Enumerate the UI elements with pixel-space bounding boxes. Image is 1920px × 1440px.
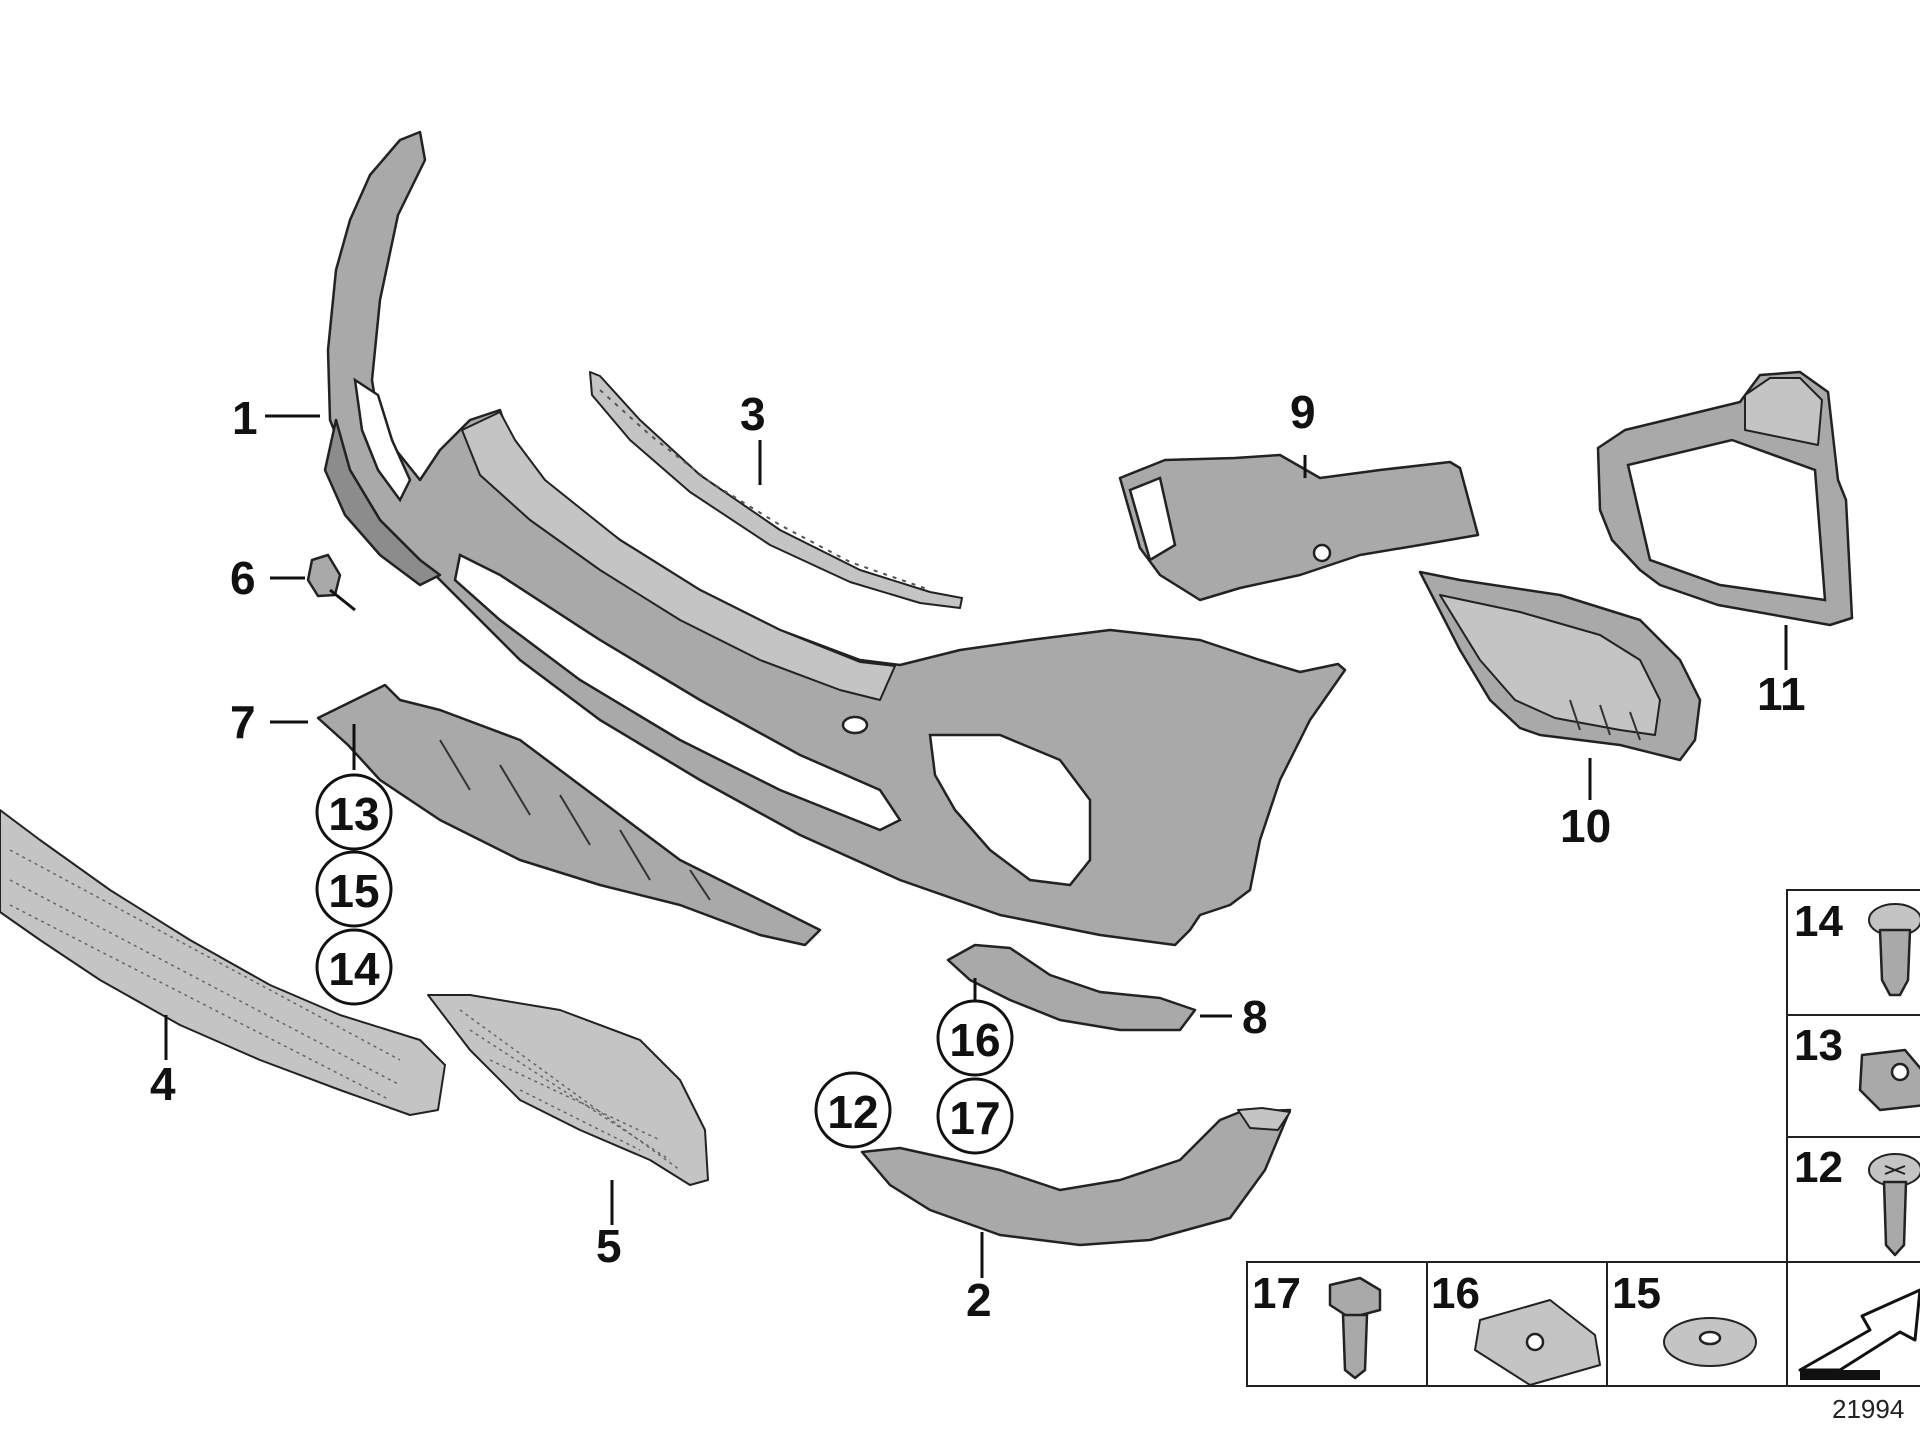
leader-lines bbox=[164, 414, 1788, 1278]
callout-17: 17 bbox=[949, 1092, 1000, 1144]
label-part-2: 2 bbox=[966, 1274, 992, 1326]
label-part-7: 7 bbox=[230, 696, 256, 748]
label-part-8: 8 bbox=[1242, 991, 1268, 1043]
label-part-4: 4 bbox=[150, 1058, 176, 1110]
lower-air-guide bbox=[316, 683, 822, 947]
table-label-14: 14 bbox=[1794, 897, 1843, 946]
label-part-10: 10 bbox=[1560, 800, 1611, 852]
air-duct bbox=[1118, 453, 1480, 602]
hardware-table: 14 13 12 17 16 15 bbox=[1246, 889, 1920, 1387]
callout-12: 12 bbox=[827, 1086, 878, 1138]
brake-air-duct bbox=[1418, 570, 1702, 762]
hex-bolt-icon bbox=[1328, 1276, 1382, 1380]
screw-icon bbox=[1868, 1153, 1920, 1257]
push-rivet-icon bbox=[1868, 903, 1920, 997]
callout-16: 16 bbox=[949, 1014, 1000, 1066]
label-part-9: 9 bbox=[1290, 386, 1316, 438]
center-mesh-grille bbox=[0, 809, 446, 1116]
spring-clip-icon bbox=[1474, 1299, 1601, 1386]
front-spoiler bbox=[860, 1107, 1292, 1247]
bumper-panel bbox=[323, 130, 1347, 947]
label-part-1: 1 bbox=[232, 392, 258, 444]
callout-14: 14 bbox=[328, 943, 380, 995]
table-label-12: 12 bbox=[1794, 1143, 1843, 1192]
label-part-6: 6 bbox=[230, 552, 256, 604]
table-label-15: 15 bbox=[1612, 1269, 1661, 1318]
table-label-16: 16 bbox=[1431, 1269, 1480, 1318]
side-mesh-grille bbox=[427, 994, 709, 1186]
reference-number: 21994 bbox=[1832, 1394, 1904, 1424]
label-part-3: 3 bbox=[740, 388, 766, 440]
label-part-5: 5 bbox=[596, 1220, 622, 1272]
part-labels: 1 3 6 7 4 5 9 11 10 8 2 bbox=[150, 386, 1806, 1326]
tow-hook-cover bbox=[306, 553, 356, 612]
upper-grille-strip bbox=[589, 371, 963, 609]
table-label-17: 17 bbox=[1252, 1269, 1301, 1318]
callout-15: 15 bbox=[328, 865, 379, 917]
label-part-11: 11 bbox=[1757, 668, 1806, 720]
direction-arrow-icon bbox=[1798, 1288, 1920, 1380]
circled-callouts: 13 15 14 16 17 12 bbox=[315, 773, 1014, 1155]
air-inlet-frame bbox=[1596, 370, 1854, 627]
callout-13: 13 bbox=[328, 788, 379, 840]
table-label-13: 13 bbox=[1794, 1021, 1843, 1070]
side-flap bbox=[946, 943, 1197, 1032]
washer-icon bbox=[1663, 1317, 1757, 1367]
clip-nut-icon bbox=[1858, 1048, 1920, 1112]
